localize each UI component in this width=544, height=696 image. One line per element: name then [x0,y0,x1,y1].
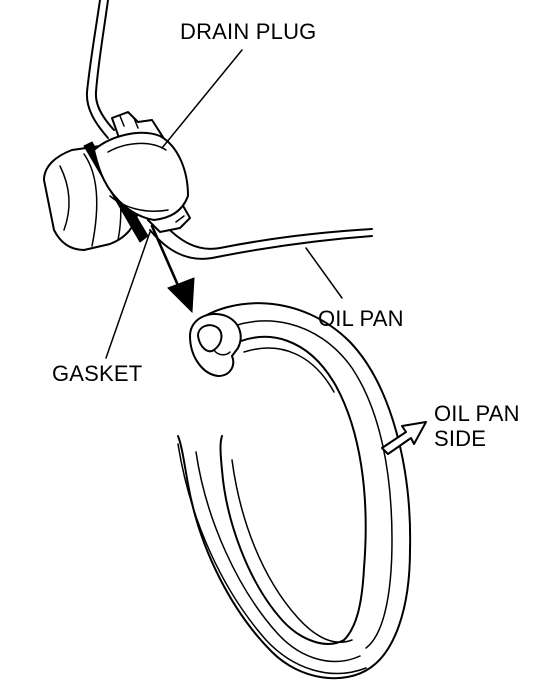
oil-pan-side-label-line1: OIL PAN [434,401,520,426]
drain-plug-label: DRAIN PLUG [180,19,316,44]
drain-plug-leader [161,49,243,149]
oil-pan-side-label-line2: SIDE [434,426,486,451]
oil-pan-wall [85,0,373,260]
oil-pan-label: OIL PAN [318,306,404,331]
oil-pan-leader [305,247,343,299]
oil-pan-side-arrow-icon [381,421,427,455]
gasket-ring [177,302,412,680]
leader-lines [105,49,343,359]
down-arrow-icon [150,224,195,314]
drain-plug [43,111,191,251]
gasket-leader [105,231,151,359]
gasket-label: GASKET [52,361,142,386]
